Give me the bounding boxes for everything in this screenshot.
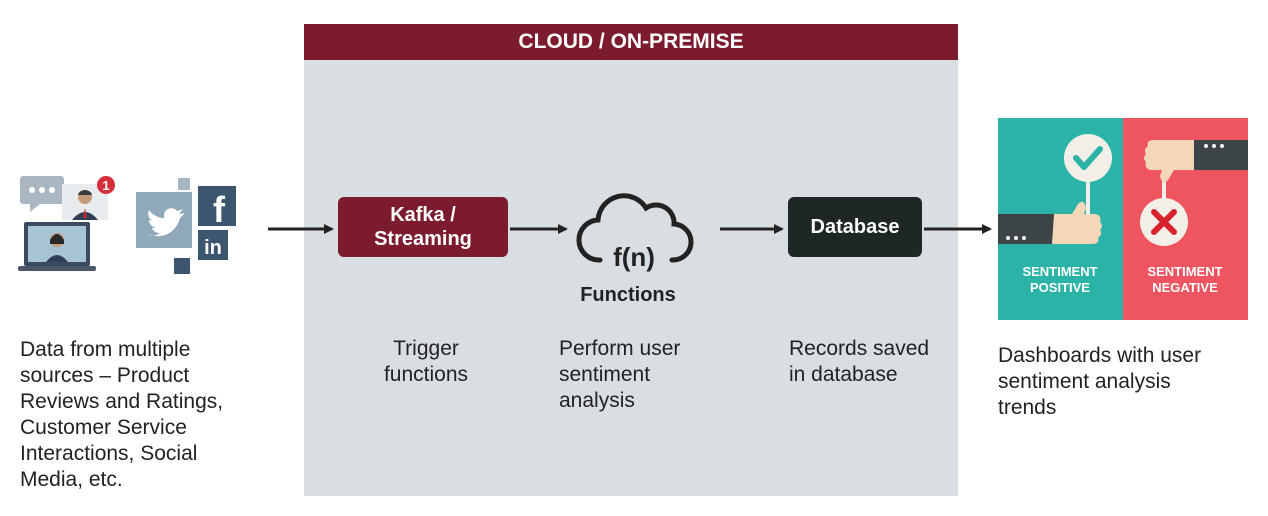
notification-badge-icon: 1 (97, 176, 115, 194)
functions-icon-text: f(n) (613, 242, 655, 272)
cloud-header: CLOUD / ON-PREMISE (304, 24, 958, 60)
desc-line: in database (789, 363, 898, 386)
linkedin-icon: in (198, 230, 228, 260)
facebook-icon: f (198, 186, 236, 230)
kafka-label-line1: Kafka / (390, 204, 456, 226)
deco-square-icon (178, 178, 190, 190)
desc-line: sources – Product (20, 364, 190, 387)
desc-line: Trigger (393, 337, 459, 360)
agent-profile-icon (62, 184, 108, 220)
thumbs-up-icon (998, 201, 1102, 244)
desc-line: sentiment analysis (998, 370, 1171, 393)
check-sign-icon (1064, 134, 1112, 218)
dashboards-description: Dashboards with user sentiment analysis … (998, 343, 1258, 421)
sources-description: Data from multiple sources – Product Rev… (20, 337, 270, 493)
desc-line: Data from multiple (20, 338, 191, 361)
dashboard-illustration: SENTIMENT POSITIVE SENTIMENT NEGATIVE (998, 118, 1248, 320)
positive-label-line2: POSITIVE (1030, 280, 1090, 295)
desc-line: Perform user (559, 337, 681, 360)
cloud-panel (304, 24, 958, 496)
kafka-streaming-box: Kafka / Streaming (338, 197, 508, 257)
desc-line: functions (383, 363, 469, 386)
data-sources-illustration: 1 f in (18, 176, 236, 274)
functions-label: Functions (580, 284, 676, 306)
database-box: Database (788, 197, 922, 257)
analysis-description: Perform user sentiment analysis (559, 336, 729, 414)
records-description: Records saved in database (789, 336, 959, 388)
database-label: Database (810, 216, 900, 238)
desc-line: Records saved (789, 337, 930, 360)
negative-label-line2: NEGATIVE (1152, 280, 1218, 295)
desc-line: sentiment (559, 363, 651, 386)
laptop-video-call-icon (18, 222, 96, 271)
facebook-glyph: f (213, 189, 226, 230)
functions-cloud-icon: f(n) (576, 193, 694, 272)
desc-line: Reviews and Ratings, (20, 390, 224, 413)
kafka-label-line2: Streaming (374, 228, 472, 250)
desc-line: trends (998, 396, 1057, 419)
negative-label-line1: SENTIMENT (1147, 264, 1222, 279)
twitter-icon (136, 192, 192, 248)
badge-count: 1 (102, 178, 109, 193)
chat-bubble-icon (20, 176, 64, 212)
thumbs-down-icon (1144, 140, 1248, 183)
desc-line: analysis (559, 389, 635, 412)
desc-line: Media, etc. (20, 468, 123, 491)
deco-square-icon (174, 258, 190, 274)
x-sign-icon (1140, 178, 1188, 246)
desc-line: Customer Service (20, 416, 187, 439)
trigger-description: Trigger functions (356, 336, 496, 388)
desc-line: Dashboards with user (998, 344, 1202, 367)
positive-label-line1: SENTIMENT (1022, 264, 1097, 279)
desc-line: Interactions, Social (20, 442, 198, 465)
linkedin-glyph: in (204, 237, 222, 259)
